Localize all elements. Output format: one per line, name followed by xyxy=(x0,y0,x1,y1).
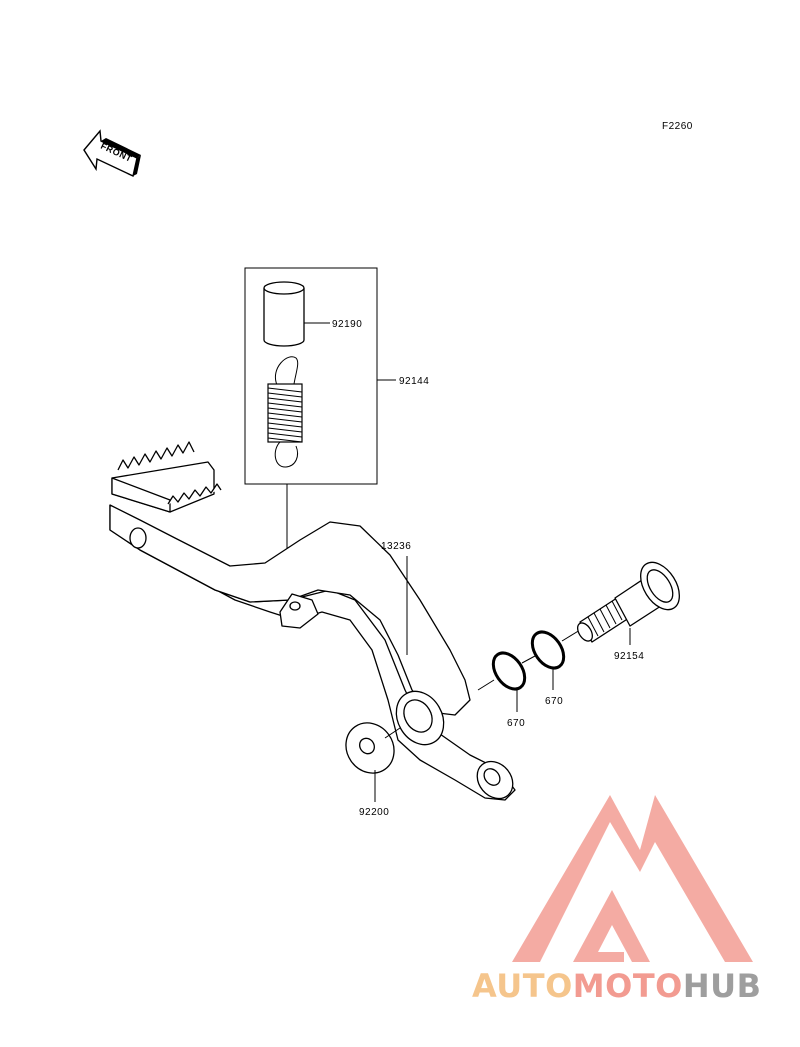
part-label-670-a: 670 xyxy=(507,718,525,729)
part-label-92144: 92144 xyxy=(399,376,429,387)
watermark-auto: AUTO xyxy=(472,967,573,1005)
part-label-92200: 92200 xyxy=(359,807,389,818)
pivot-bolt-92154 xyxy=(577,561,680,643)
diagram-code: F2260 xyxy=(662,121,693,132)
front-arrow-icon: FRONT xyxy=(83,129,141,178)
part-label-13236: 13236 xyxy=(381,541,411,552)
o-ring-670-a xyxy=(491,651,527,691)
collar-92190 xyxy=(263,281,305,347)
watermark-hub: HUB xyxy=(683,967,762,1005)
part-label-92154: 92154 xyxy=(614,651,644,662)
watermark-brand: AUTOMOTOHUB xyxy=(472,967,762,1005)
washer-92200 xyxy=(345,722,395,774)
automotohub-logo xyxy=(512,795,753,962)
part-label-670-b: 670 xyxy=(545,696,563,707)
brake-pedal-13236 xyxy=(109,441,516,801)
watermark-moto: MOTO xyxy=(573,967,683,1005)
spring-kit-box xyxy=(244,267,378,485)
o-ring-670-b xyxy=(530,630,566,670)
part-label-92190: 92190 xyxy=(332,319,362,330)
spring xyxy=(267,356,303,468)
